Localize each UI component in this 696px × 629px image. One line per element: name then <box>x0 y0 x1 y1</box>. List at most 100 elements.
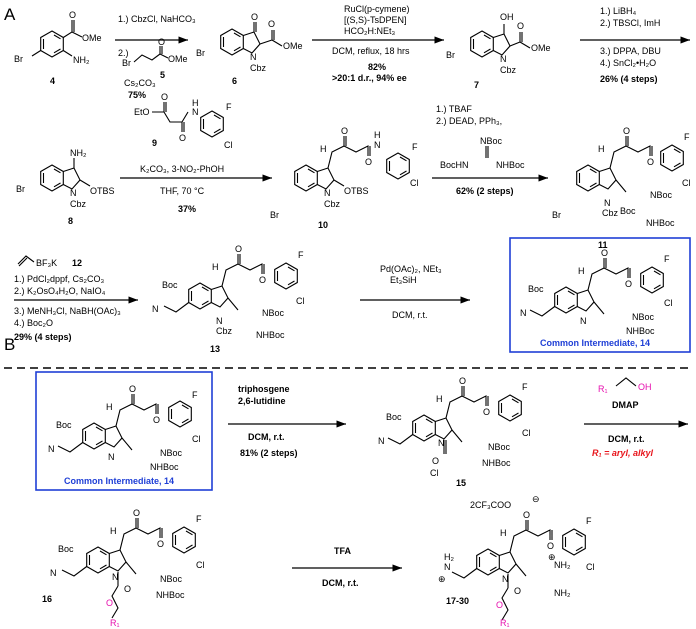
scheme-element <box>577 165 616 191</box>
atom-o-17d: O <box>496 600 503 610</box>
yield-s1: 75% <box>128 90 146 100</box>
common-intermediate-box-b <box>35 371 213 491</box>
atom-n-8: N <box>70 188 77 198</box>
yield-b1: 81% (2 steps) <box>240 448 298 458</box>
compound-label-16: 16 <box>42 594 52 604</box>
atom-boc-14b: Boc <box>56 420 72 430</box>
compound-4-structure: Br OMe O NH₂ <box>14 10 102 65</box>
atom-cbz-7: Cbz <box>500 65 517 75</box>
atom-o2-14a: O <box>625 279 632 289</box>
atom-h-9: H <box>192 98 199 108</box>
atom-n-16: N <box>50 568 57 578</box>
atom-cbz-6: Cbz <box>250 63 267 73</box>
atom-cl2-15: Cl <box>430 468 439 478</box>
compound-label-13: 13 <box>210 344 220 354</box>
atom-o-10b: O <box>365 157 372 167</box>
reagent-b3-2: DCM, r.t. <box>322 578 359 588</box>
atom-nhboc-14b: NHBoc <box>150 462 179 472</box>
reagent-s7-1: Pd(OAc)₂, NEt₃ <box>380 264 442 274</box>
reagent-s2-3: HCO₂H:NEt₃ <box>344 26 395 36</box>
atom-cl-14b: Cl <box>192 434 201 444</box>
reagent-s5-1: 1.) TBAF <box>436 104 472 114</box>
atom-f-15: F <box>522 382 528 392</box>
reagent-b2-2: DCM, r.t. <box>608 434 645 444</box>
atom-nh2b-17: NH₂ <box>554 588 571 598</box>
compound-label-15: 15 <box>456 478 466 488</box>
scheme-element <box>200 110 224 138</box>
panel-label-a: A <box>4 5 16 24</box>
scheme-element <box>40 30 64 58</box>
atom-r1-reagent: R₁ <box>598 384 608 394</box>
compound-17-30-structure: 2CF₃COO ⊖ H₂ N ⊕ H O O F Cl NH₂ ⊕ NH₂ N … <box>438 494 595 628</box>
compound-16-structure: Boc N H O O F Cl NBoc N O O R₁ NHBoc <box>50 508 205 628</box>
atom-n2-10: N <box>324 188 331 198</box>
atom-o-17a: O <box>523 510 530 520</box>
atom-o2-6: O <box>268 19 275 29</box>
atom-cbz-11: Cbz <box>602 208 619 218</box>
atom-r1-17: R₁ <box>500 618 510 628</box>
compound-label-9: 9 <box>152 138 157 148</box>
atom-nboc-16: NBoc <box>160 574 183 584</box>
bond-line <box>31 50 41 57</box>
scheme-element <box>555 287 594 313</box>
atom-n-6: N <box>250 52 257 62</box>
reagent-b2-r: R₁ = aryl, alkyl <box>592 448 653 458</box>
bond-line <box>63 20 83 38</box>
atom-o2-14b: O <box>153 415 160 425</box>
atom-ome: OMe <box>82 33 102 43</box>
atom-otbs-8: OTBS <box>90 186 115 196</box>
atom-nh2a-17: NH₂ <box>554 560 571 570</box>
atom-ome-7: OMe <box>531 43 551 53</box>
reagent-s7-2: Et₃SiH <box>390 275 417 285</box>
atom-o: O <box>69 10 76 20</box>
compound-label-6: 6 <box>232 76 237 86</box>
bond-line <box>609 136 653 193</box>
atom-nboc-14a: NBoc <box>632 312 655 322</box>
atom-o-15c: O <box>432 456 439 466</box>
atom-oh-reagent: OH <box>638 382 652 392</box>
atom-n-14a: N <box>520 308 527 318</box>
bond-line <box>17 255 35 267</box>
reagent-s5-2: 2.) DEAD, PPh₃, <box>436 116 502 126</box>
reagent-s1-2: 2.) <box>118 48 129 58</box>
atom-nhboc-r: NHBoc <box>496 160 525 170</box>
compound-9-structure: EtO O O H N F Cl <box>134 92 233 150</box>
atom-nboc-11: NBoc <box>650 190 673 200</box>
reagent-b1-1: triphosgene <box>238 384 290 394</box>
reagent-s3-1: 1.) LiBH₄ <box>600 6 637 16</box>
compound-14-structure-b: Boc N H O O F Cl NBoc N NHBoc <box>48 384 201 472</box>
atom-cl-10: Cl <box>410 178 419 188</box>
atom-nhboc-13: NHBoc <box>256 330 285 340</box>
atom-hn-14b: H <box>106 402 113 412</box>
reagent-s2-1: RuCl(p-cymene) <box>344 4 410 14</box>
atom-n2-15: N <box>438 438 445 448</box>
yield-s3: 26% (4 steps) <box>600 74 658 84</box>
reagent-b1-2: 2,6-lutidine <box>238 396 286 406</box>
reagent-s2-4: DCM, reflux, 18 hrs <box>332 46 410 56</box>
atom-otbs-10: OTBS <box>344 186 369 196</box>
atom-f-14a: F <box>664 254 670 264</box>
scheme-element <box>83 423 122 449</box>
atom-cl-13: Cl <box>296 296 305 306</box>
atom-cbz-10: Cbz <box>324 199 341 209</box>
atom-br-11: Br <box>552 210 561 220</box>
selectivity-s2: >20:1 d.r., 94% ee <box>332 73 407 83</box>
scheme-element <box>660 144 684 172</box>
atom-o-15a: O <box>459 376 466 386</box>
bond-line <box>152 102 189 132</box>
atom-bochn-r: BocHN <box>440 160 469 170</box>
common-intermediate-box-a <box>509 237 691 353</box>
reagent-s3-3: 3.) DPPA, DBU <box>600 46 661 56</box>
atom-hn-15: H <box>436 394 443 404</box>
atom-cl-17: Cl <box>586 562 595 572</box>
scheme-element <box>640 266 664 294</box>
bond-line <box>529 258 631 317</box>
atom-hn-14a: H <box>578 266 585 276</box>
atom-o-16d: O <box>106 598 113 608</box>
atom-br-5: Br <box>122 58 131 68</box>
panel-label-b: B <box>4 335 15 354</box>
yield-s5: 62% (2 steps) <box>456 186 514 196</box>
atom-n-13: N <box>152 304 159 314</box>
bond-line <box>163 254 265 313</box>
